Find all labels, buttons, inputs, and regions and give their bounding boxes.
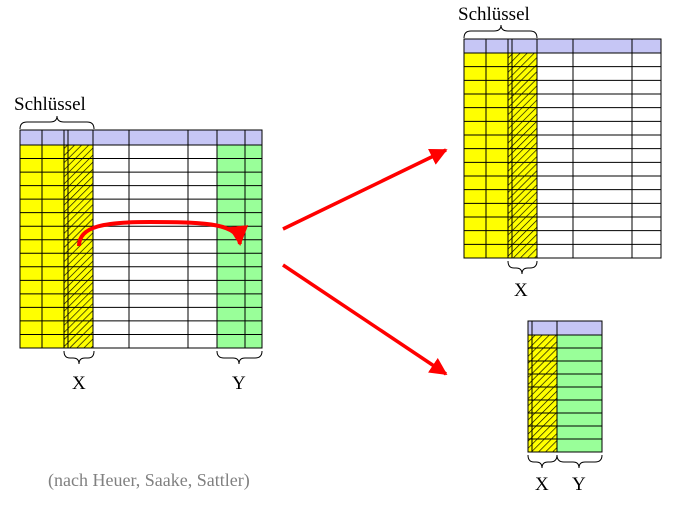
arrow-to-bottom-table [282, 263, 448, 376]
bottom-right-table-header [527, 320, 603, 336]
x-brace-top-right [507, 260, 538, 275]
key-label-left: Schlüssel [14, 94, 86, 115]
arrow-to-top-table [282, 148, 448, 231]
x-brace-left [63, 350, 95, 365]
x-attribute-columns [64, 145, 93, 348]
y-attribute-columns [217, 145, 262, 348]
top-right-x-columns [508, 53, 537, 258]
top-right-table [463, 38, 662, 259]
dependency-arrow [77, 219, 249, 247]
x-label-top-right: X [514, 280, 528, 301]
y-label-bottom-right: Y [572, 474, 586, 495]
bottom-right-x-columns [528, 335, 557, 452]
bottom-right-y-columns [557, 335, 602, 452]
original-table-header [19, 129, 263, 146]
top-right-table-header [463, 38, 662, 54]
key-brace-top-right [463, 24, 538, 39]
x-label-bottom-right: X [535, 474, 549, 495]
bottom-right-table [527, 320, 603, 453]
key-label-top-right: Schlüssel [458, 4, 530, 25]
x-label-left: X [72, 373, 86, 394]
x-brace-bottom-right [527, 454, 558, 469]
citation: (nach Heuer, Saake, Sattler) [48, 470, 250, 491]
y-brace-bottom-right [556, 454, 603, 469]
y-brace-left [216, 350, 263, 365]
key-brace-left [19, 115, 95, 130]
original-table [19, 129, 263, 349]
y-label-left: Y [232, 373, 246, 394]
